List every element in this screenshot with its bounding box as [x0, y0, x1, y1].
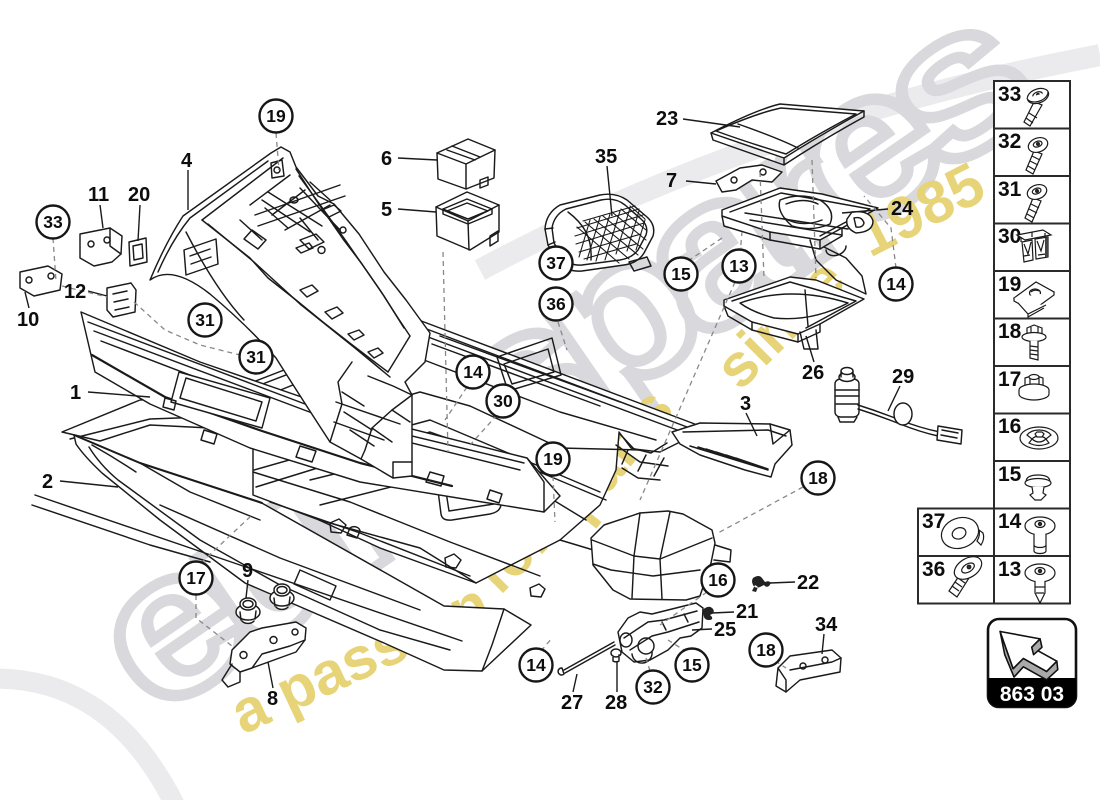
svg-text:13: 13 — [998, 558, 1021, 581]
svg-text:26: 26 — [802, 362, 824, 384]
svg-text:6: 6 — [381, 148, 392, 170]
svg-text:14: 14 — [463, 362, 483, 382]
svg-text:9: 9 — [242, 560, 253, 582]
svg-text:25: 25 — [714, 619, 736, 641]
svg-text:30: 30 — [998, 225, 1021, 248]
svg-text:31: 31 — [195, 310, 215, 330]
svg-text:14: 14 — [526, 655, 546, 675]
svg-text:15: 15 — [682, 655, 702, 675]
svg-text:17: 17 — [186, 568, 205, 588]
svg-text:29: 29 — [892, 366, 914, 388]
svg-text:28: 28 — [605, 692, 627, 714]
svg-text:19: 19 — [543, 449, 563, 469]
svg-text:17: 17 — [998, 368, 1021, 391]
svg-text:33: 33 — [998, 83, 1021, 106]
svg-text:2: 2 — [42, 471, 53, 493]
svg-text:35: 35 — [595, 146, 617, 168]
svg-text:11: 11 — [88, 184, 109, 206]
svg-text:3: 3 — [740, 393, 751, 415]
svg-text:863 03: 863 03 — [1000, 683, 1064, 706]
svg-text:20: 20 — [128, 184, 150, 206]
svg-text:24: 24 — [891, 198, 914, 220]
svg-text:21: 21 — [736, 601, 758, 623]
svg-text:32: 32 — [998, 130, 1021, 153]
svg-text:34: 34 — [815, 614, 838, 636]
svg-text:23: 23 — [656, 108, 678, 130]
svg-text:30: 30 — [493, 391, 513, 411]
svg-text:31: 31 — [246, 347, 266, 367]
svg-text:13: 13 — [729, 256, 749, 276]
svg-text:19: 19 — [998, 273, 1021, 296]
svg-text:1: 1 — [70, 382, 81, 404]
svg-text:15: 15 — [671, 264, 691, 284]
svg-text:37: 37 — [546, 253, 565, 273]
svg-text:18: 18 — [756, 640, 776, 660]
svg-text:37: 37 — [922, 510, 945, 533]
svg-text:19: 19 — [266, 106, 286, 126]
svg-text:14: 14 — [886, 274, 906, 294]
svg-text:18: 18 — [998, 320, 1022, 343]
svg-text:18: 18 — [808, 468, 828, 488]
svg-text:15: 15 — [998, 463, 1022, 486]
svg-text:5: 5 — [381, 199, 392, 221]
svg-text:14: 14 — [998, 510, 1022, 533]
svg-text:33: 33 — [43, 212, 63, 232]
svg-text:36: 36 — [922, 558, 945, 581]
svg-text:8: 8 — [267, 688, 278, 710]
svg-text:32: 32 — [643, 677, 663, 697]
svg-text:16: 16 — [998, 415, 1021, 438]
svg-text:22: 22 — [797, 572, 819, 594]
svg-text:27: 27 — [561, 692, 583, 714]
svg-text:7: 7 — [666, 170, 677, 192]
svg-text:36: 36 — [546, 294, 566, 314]
svg-text:16: 16 — [708, 570, 728, 590]
svg-text:4: 4 — [181, 150, 193, 172]
svg-text:10: 10 — [17, 309, 39, 331]
svg-text:31: 31 — [998, 178, 1022, 201]
svg-text:12: 12 — [64, 281, 86, 303]
